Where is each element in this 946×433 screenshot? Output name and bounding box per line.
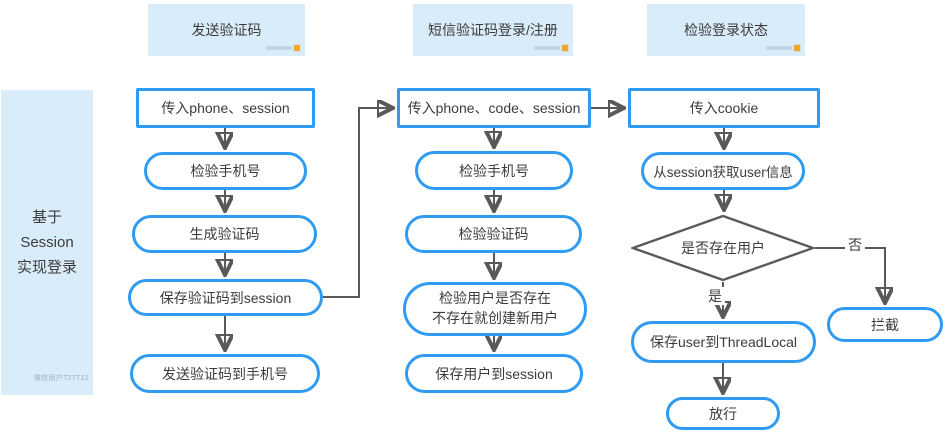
watermark (766, 45, 800, 51)
node-send-code-to-phone: 发送验证码到手机号 (130, 354, 320, 393)
watermark-icon (294, 45, 300, 51)
header-label: 发送验证码 (191, 22, 262, 38)
decision-user-exists: 是否存在用户 (631, 214, 815, 282)
sidebar-title-line: Session (20, 234, 74, 251)
watermark-icon (562, 45, 568, 51)
edge-label-yes: 是 (705, 287, 725, 305)
sidebar-panel: 基于 Session 实现登录 微信用户T27T12 (1, 90, 93, 395)
header-send-code: 发送验证码 (148, 4, 305, 56)
node-check-user-line1: 检验用户是否存在 (439, 290, 551, 307)
watermark-text-blur (534, 46, 560, 50)
watermark-text-blur (266, 46, 292, 50)
header-check-login-status: 检验登录状态 (647, 4, 805, 56)
node-verify-phone-2: 检验手机号 (415, 151, 573, 190)
node-save-code-session: 保存验证码到session (128, 279, 323, 316)
header-label: 检验登录状态 (684, 22, 768, 38)
node-check-user-line2: 不存在就创建新用户 (432, 310, 558, 326)
node-save-user-session: 保存用户到session (405, 354, 583, 393)
header-sms-login-register: 短信验证码登录/注册 (413, 4, 573, 56)
sidebar-title-line: 实现登录 (16, 259, 77, 276)
sidebar-title-line: 基于 (31, 209, 62, 226)
sidebar-watermark: 微信用户T27T12 (33, 375, 89, 382)
node-input-cookie: 传入cookie (628, 88, 820, 128)
diamond-shape (631, 214, 815, 282)
edge-label-no: 否 (845, 237, 865, 254)
node-input-phone-session: 传入phone、session (136, 88, 315, 128)
watermark (534, 45, 568, 51)
node-input-phone-code-session: 传入phone、code、session (397, 88, 591, 128)
watermark-text-blur (766, 46, 792, 50)
node-check-user-exists: 检验用户是否存在 不存在就创建新用户 (403, 282, 587, 336)
node-intercept: 拦截 (827, 307, 943, 342)
node-verify-phone-1: 检验手机号 (144, 152, 307, 190)
header-label: 短信验证码登录/注册 (428, 22, 558, 38)
decision-label: 是否存在用户 (681, 240, 765, 256)
node-pass: 放行 (666, 397, 780, 430)
node-save-user-threadlocal: 保存user到ThreadLocal (631, 321, 816, 363)
node-get-user-from-session: 从session获取user信息 (641, 152, 805, 190)
watermark (266, 45, 300, 51)
watermark-icon (794, 45, 800, 51)
node-verify-code: 检验验证码 (405, 215, 582, 253)
node-generate-code: 生成验证码 (132, 215, 317, 253)
